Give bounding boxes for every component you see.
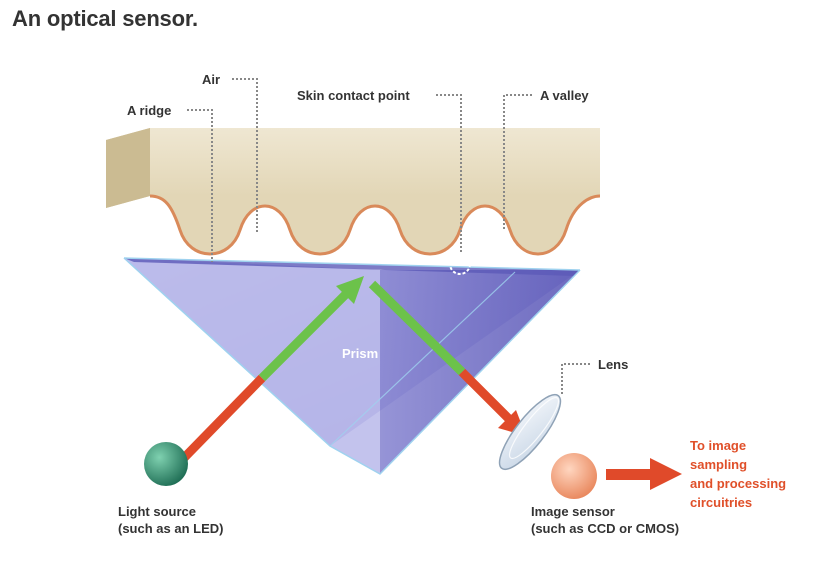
label-output-1: To image xyxy=(690,438,746,453)
label-prism: Prism xyxy=(342,346,378,361)
incident-beam xyxy=(176,276,364,466)
diagram-title: An optical sensor. xyxy=(12,6,198,31)
label-skin-contact: Skin contact point xyxy=(297,88,410,103)
light-source-icon xyxy=(144,442,188,486)
label-output-3: and processing xyxy=(690,476,786,491)
label-lens: Lens xyxy=(598,357,628,372)
label-light-source-sub: (such as an LED) xyxy=(118,521,223,536)
ridge-valley-profile xyxy=(106,196,600,254)
skin-contact-marker xyxy=(449,253,471,275)
label-light-source: Light source xyxy=(118,504,196,519)
output-arrow xyxy=(606,458,682,490)
label-image-sensor-sub: (such as CCD or CMOS) xyxy=(531,521,679,536)
skin-block xyxy=(106,128,601,256)
label-output-4: circuitries xyxy=(690,495,752,510)
lens-icon xyxy=(498,393,562,471)
image-sensor-icon xyxy=(551,453,597,499)
label-ridge: A ridge xyxy=(127,103,171,118)
prism xyxy=(123,257,581,475)
label-air: Air xyxy=(202,72,220,87)
label-output-2: sampling xyxy=(690,457,747,472)
label-image-sensor: Image sensor xyxy=(531,504,615,519)
label-valley: A valley xyxy=(540,88,589,103)
leader-lines xyxy=(187,78,590,394)
